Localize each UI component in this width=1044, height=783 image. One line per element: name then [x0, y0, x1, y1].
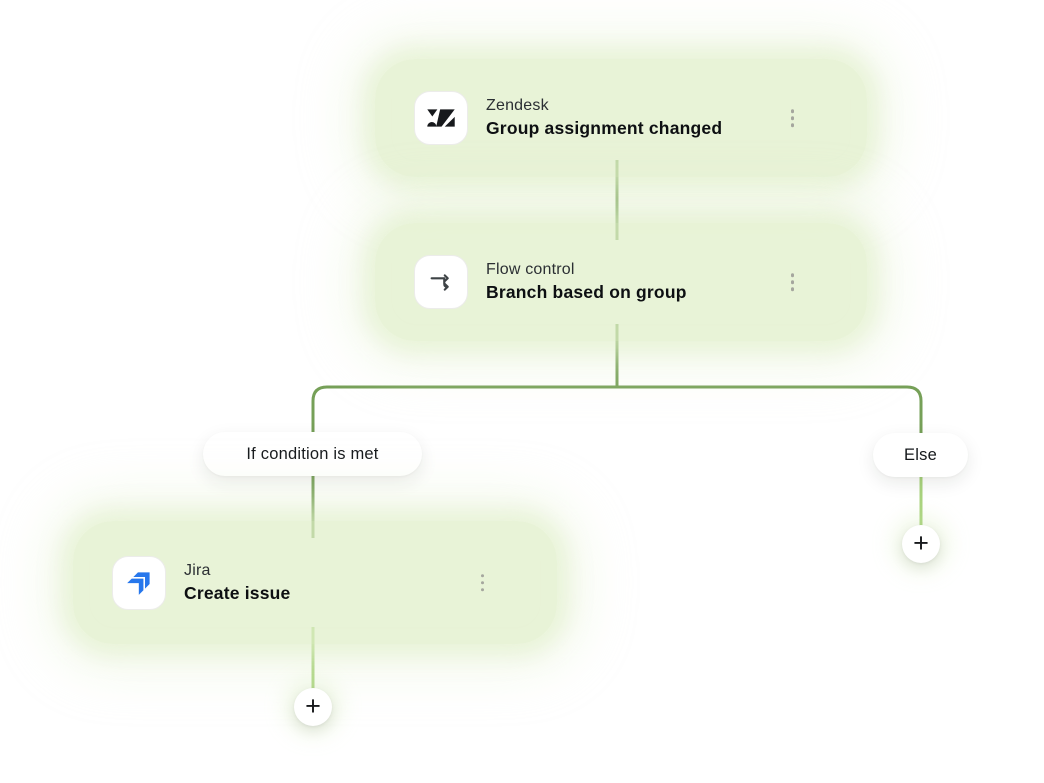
add-step-button-else-branch[interactable]: + [902, 525, 940, 563]
node-action-title: Create issue [184, 582, 291, 603]
kebab-menu-icon [480, 573, 484, 578]
branch-label-if[interactable]: If condition is met [203, 432, 422, 476]
node-app-name: Jira [184, 561, 211, 579]
add-step-button-after-jira[interactable]: + [294, 688, 332, 726]
more-options-button[interactable] [475, 568, 491, 598]
node-jira-action[interactable]: Jira Create issue [73, 521, 557, 644]
zendesk-icon [414, 91, 468, 145]
branch-label-else[interactable]: Else [873, 433, 968, 477]
more-options-button[interactable] [785, 103, 801, 133]
more-options-button[interactable] [785, 267, 801, 297]
node-flow-control[interactable]: Flow control Branch based on group [375, 223, 867, 341]
node-action-title: Branch based on group [486, 282, 687, 302]
connector-branch-split [311, 385, 923, 437]
plus-icon: + [913, 527, 929, 558]
node-app-name: Zendesk [486, 97, 549, 114]
kebab-menu-icon [790, 273, 794, 277]
node-app-name: Flow control [486, 261, 575, 278]
plus-icon: + [305, 690, 321, 721]
kebab-menu-icon [790, 109, 794, 113]
jira-icon [112, 555, 166, 610]
branch-split-icon [414, 255, 468, 309]
node-action-title: Group assignment changed [486, 118, 723, 138]
branch-label-text: If condition is met [246, 444, 379, 463]
branch-label-text: Else [904, 445, 937, 464]
node-zendesk-trigger[interactable]: Zendesk Group assignment changed [375, 59, 867, 177]
